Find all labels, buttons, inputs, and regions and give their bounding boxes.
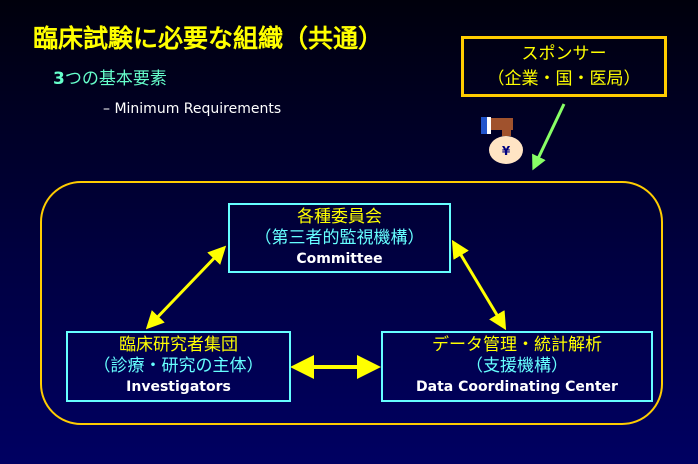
subtitle-number: 3 xyxy=(53,69,65,89)
slide-subtitle: 3つの基本要素 xyxy=(53,68,167,90)
dcc-line1: データ管理・統計解析 xyxy=(432,335,602,355)
subtitle-text: つの基本要素 xyxy=(64,69,167,89)
sponsor-line2: （企業・国・医局） xyxy=(487,68,641,89)
bullet-minimum-requirements: – Minimum Requirements xyxy=(103,101,282,117)
committee-line3: Committee xyxy=(296,250,383,267)
sponsor-line1: スポンサー xyxy=(521,43,607,64)
arrow-committee-dcc xyxy=(451,239,507,331)
investigators-line1: 臨床研究者集団 xyxy=(119,335,238,355)
money-bag-symbol: ¥ xyxy=(502,144,511,158)
money-bag-icon: ¥ xyxy=(481,117,523,164)
organization-frame xyxy=(40,181,663,425)
investigators-line3: Investigators xyxy=(126,379,231,395)
slide-title: 臨床試験に必要な組織（共通） xyxy=(33,24,384,53)
arrow-committee-investigators xyxy=(145,245,227,330)
sponsor-box: スポンサー （企業・国・医局） xyxy=(461,36,667,97)
investigators-box: 臨床研究者集団 （診療・研究の主体） Investigators xyxy=(66,331,291,402)
committee-box: 各種委員会 （第三者的監視機構） Committee xyxy=(228,203,451,273)
investigators-line2: （診療・研究の主体） xyxy=(93,356,264,376)
committee-line1: 各種委員会 xyxy=(297,206,382,227)
dcc-line3: Data Coordinating Center xyxy=(416,379,618,395)
dcc-box: データ管理・統計解析 （支援機構） Data Coordinating Cent… xyxy=(381,331,653,402)
committee-line2: （第三者的監視機構） xyxy=(254,227,425,248)
dcc-line2: （支援機構） xyxy=(466,356,568,376)
arrow-sponsor-funding xyxy=(532,103,566,171)
